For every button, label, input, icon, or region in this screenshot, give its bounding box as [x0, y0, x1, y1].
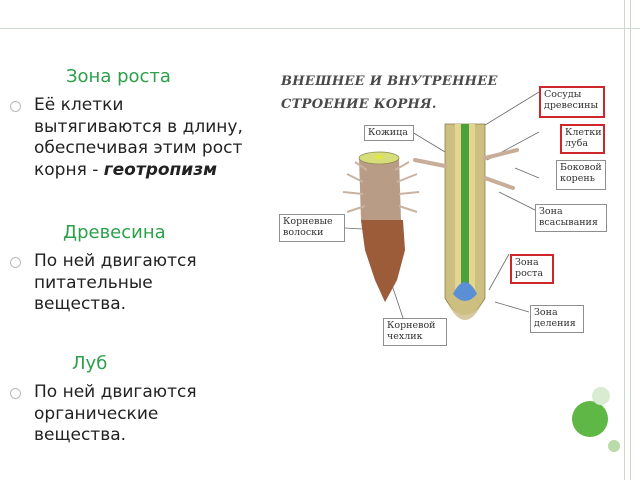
heading-xylem: Древесина [63, 222, 166, 243]
text-line: вытягиваются в длину, [34, 116, 243, 137]
label-line: Клетки [565, 127, 602, 138]
text-line: корня - геотропизм [34, 160, 243, 182]
text-prefix: корня - [34, 159, 104, 180]
label-line: волоски [283, 227, 324, 238]
text-line: вещества. [34, 425, 127, 445]
decor-dot-large [572, 401, 608, 437]
decor-dot-small [608, 440, 620, 452]
decor-dot-medium [592, 387, 610, 405]
text-line: Её клетки [34, 95, 124, 115]
label-line: луба [565, 138, 589, 149]
label-line: чехлик [387, 331, 423, 342]
label-growth-zone: Зона роста [510, 254, 554, 284]
frame-line-top [0, 28, 640, 29]
root-structure-illustration [342, 91, 540, 320]
label-absorption-zone: Зона всасывания [535, 204, 607, 232]
text-line: По ней двигаются [34, 382, 197, 402]
label-vessels: Сосуды древесины [539, 86, 605, 118]
bullet-1 [10, 101, 21, 112]
label-line: Зона [515, 257, 539, 268]
label-line: Кожица [368, 127, 408, 138]
label-root-hairs: Корневые волоски [279, 214, 345, 242]
bullet-2 [10, 257, 21, 268]
paragraph-phloem: По ней двигаются органические вещества. [34, 382, 197, 447]
paragraph-growth-zone: Её клетки вытягиваются в длину, обеспечи… [34, 95, 243, 181]
diagram-title-line-2: строение корня. [281, 97, 437, 112]
label-line: деления [534, 318, 576, 329]
label-line: древесины [544, 100, 599, 111]
label-skin: Кожица [364, 125, 414, 141]
frame-line-right [624, 0, 625, 480]
label-division-zone: Зона деления [530, 305, 584, 333]
label-bast: Клетки луба [560, 124, 605, 154]
label-line: Корневой [387, 320, 436, 331]
internal-root [413, 123, 519, 320]
label-line: роста [515, 268, 544, 279]
label-line: Зона [534, 307, 558, 318]
bullet-3 [10, 388, 21, 399]
label-root-cap: Корневой чехлик [383, 318, 447, 346]
label-line: всасывания [539, 217, 598, 228]
text-line: питательные [34, 272, 153, 293]
label-line: корень [560, 173, 595, 184]
diagram-title-line-1: Внешнее и внутреннее [281, 74, 498, 89]
frame-line-right-2 [630, 0, 631, 480]
text-line: органические [34, 403, 159, 424]
text-line: обеспечивая этим рост [34, 138, 243, 158]
label-line: Корневые [283, 216, 333, 227]
label-line: Зона [539, 206, 563, 217]
text-line: вещества. [34, 294, 127, 314]
text-line: По ней двигаются [34, 251, 197, 271]
paragraph-xylem: По ней двигаются питательные вещества. [34, 251, 197, 316]
term-geotropism: геотропизм [103, 159, 217, 180]
label-line: Сосуды [544, 89, 582, 100]
external-root [342, 151, 420, 302]
label-lateral-root: Боковой корень [556, 160, 606, 190]
heading-growth-zone: Зона роста [66, 66, 171, 87]
label-line: Боковой [560, 162, 602, 173]
heading-phloem: Луб [72, 353, 108, 374]
